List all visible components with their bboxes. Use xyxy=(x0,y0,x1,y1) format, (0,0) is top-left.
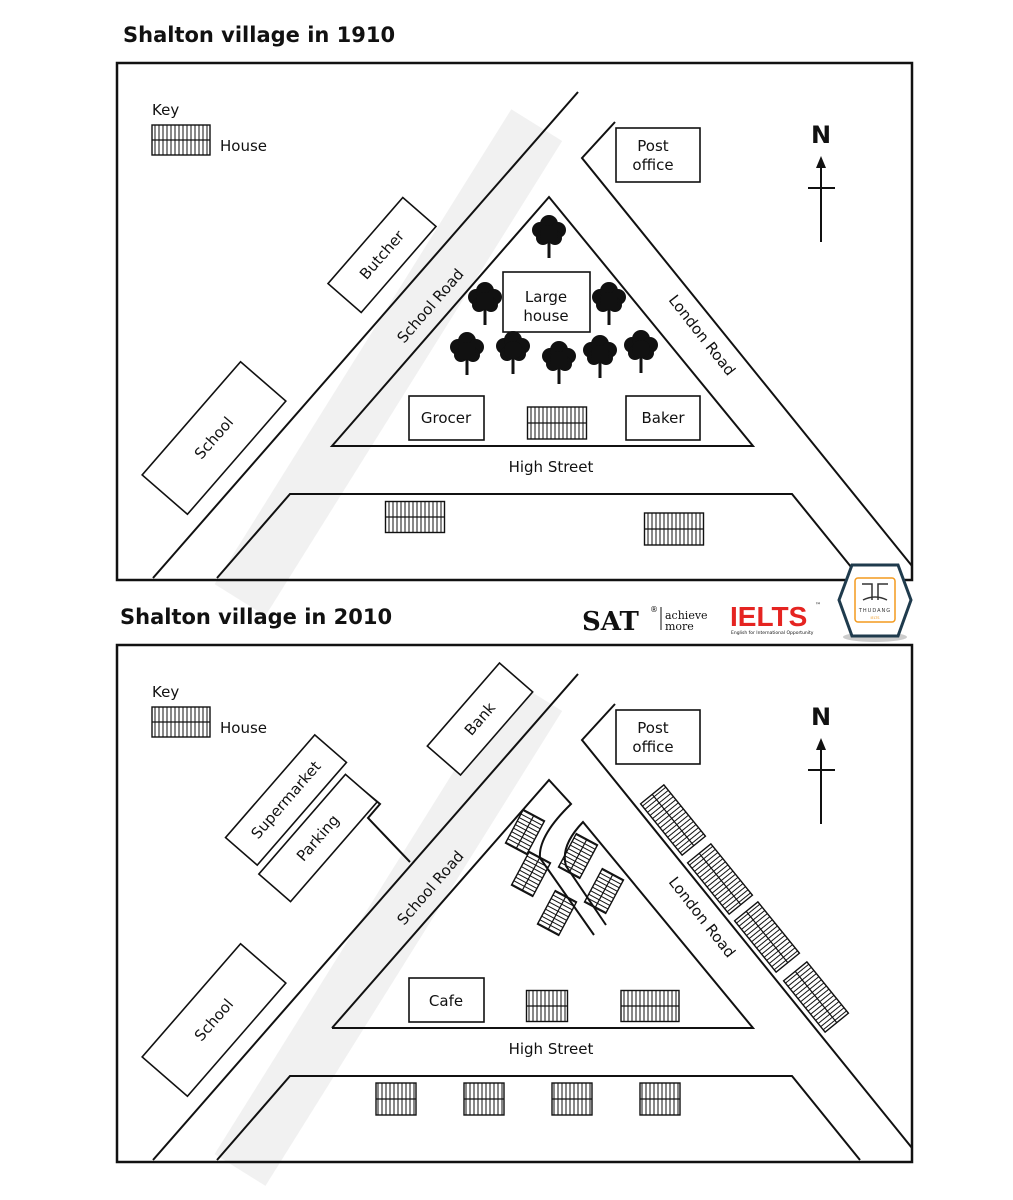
svg-text:office: office xyxy=(632,738,673,756)
house-icon xyxy=(643,512,705,546)
svg-text:Cafe: Cafe xyxy=(429,992,463,1010)
house-icon xyxy=(384,500,446,534)
svg-text:more: more xyxy=(665,620,694,633)
svg-text:house: house xyxy=(523,307,568,325)
arrow-head-icon xyxy=(816,156,826,168)
baker: Baker xyxy=(625,395,701,441)
post-office: Post office xyxy=(615,127,701,183)
tree-icon xyxy=(450,332,484,375)
svg-text:achieve: achieve xyxy=(665,609,708,622)
svg-text:SAT: SAT xyxy=(582,607,640,637)
svg-text:N: N xyxy=(811,121,831,149)
svg-text:THUDANG: THUDANG xyxy=(858,608,891,614)
watermark xyxy=(214,109,563,1186)
high-street-label: High Street xyxy=(509,1040,594,1058)
sat-logo: SAT ® achieve more xyxy=(582,605,708,637)
map-frame xyxy=(115,643,914,1164)
map-2010-title: Shalton village in 2010 xyxy=(120,605,392,629)
svg-text:IELTS: IELTS xyxy=(870,616,880,620)
house-icon xyxy=(733,900,801,974)
ielts-logo: IELTS ™ English for International Opport… xyxy=(730,601,821,636)
arrow-head-icon xyxy=(816,738,826,750)
tree-icon xyxy=(542,341,576,384)
svg-text:Post: Post xyxy=(637,719,669,737)
svg-text:Large: Large xyxy=(525,288,567,306)
svg-text:IELTS: IELTS xyxy=(730,601,807,632)
central-triangle xyxy=(329,195,756,447)
post-office: Post office xyxy=(615,709,701,765)
bank: Bank xyxy=(426,661,534,777)
school: School xyxy=(141,942,287,1098)
house-icon xyxy=(551,1082,593,1116)
svg-text:Grocer: Grocer xyxy=(421,409,472,427)
roads xyxy=(152,673,913,1161)
tree-icon xyxy=(592,282,626,325)
svg-text:Baker: Baker xyxy=(641,409,685,427)
svg-text:English for International Oppo: English for International Opportunity xyxy=(731,630,814,636)
tree-icon xyxy=(468,282,502,325)
house-icon xyxy=(510,850,552,898)
house-icon xyxy=(463,1082,505,1116)
school: School xyxy=(141,360,287,516)
house-icon xyxy=(639,783,707,857)
north-arrow: N xyxy=(808,121,835,242)
svg-text:®: ® xyxy=(650,605,658,614)
key-label: Key xyxy=(152,683,179,701)
tree-icon xyxy=(624,330,658,373)
house-icon xyxy=(504,808,546,856)
map-1910: Key House Butcher School Post office N xyxy=(115,61,914,582)
high-street-label: High Street xyxy=(509,458,594,476)
house-icon xyxy=(782,960,850,1034)
cafe: Cafe xyxy=(408,977,485,1023)
house-key-label: House xyxy=(220,719,267,737)
key-label: Key xyxy=(152,101,179,119)
house-icon xyxy=(375,1082,417,1116)
house-icon xyxy=(151,124,211,156)
house-icon xyxy=(620,989,680,1023)
house-icon xyxy=(557,832,599,880)
house-icon xyxy=(686,842,754,916)
house-icon xyxy=(639,1082,681,1116)
tree-icon xyxy=(496,331,530,374)
north-arrow: N xyxy=(808,703,835,824)
house-icon xyxy=(525,989,569,1023)
london-road-label: London Road xyxy=(665,291,739,379)
thudang-badge: THUDANG IELTS xyxy=(837,563,913,642)
large-house: Large house xyxy=(502,271,591,333)
house-icon xyxy=(526,406,588,440)
house-key-label: House xyxy=(220,137,267,155)
svg-text:office: office xyxy=(632,156,673,174)
house-icon xyxy=(151,706,211,738)
svg-text:™: ™ xyxy=(815,602,821,609)
roads xyxy=(152,91,913,579)
svg-text:N: N xyxy=(811,703,831,731)
house-icon xyxy=(536,889,578,937)
svg-text:Post: Post xyxy=(637,137,669,155)
map-1910-title: Shalton village in 1910 xyxy=(123,23,395,47)
grocer: Grocer xyxy=(408,395,485,441)
tree-icon xyxy=(532,215,566,258)
book-icon xyxy=(862,583,888,601)
map-frame xyxy=(115,61,914,582)
tree-icon xyxy=(583,335,617,378)
house-icon xyxy=(583,867,625,915)
trees xyxy=(450,215,658,384)
